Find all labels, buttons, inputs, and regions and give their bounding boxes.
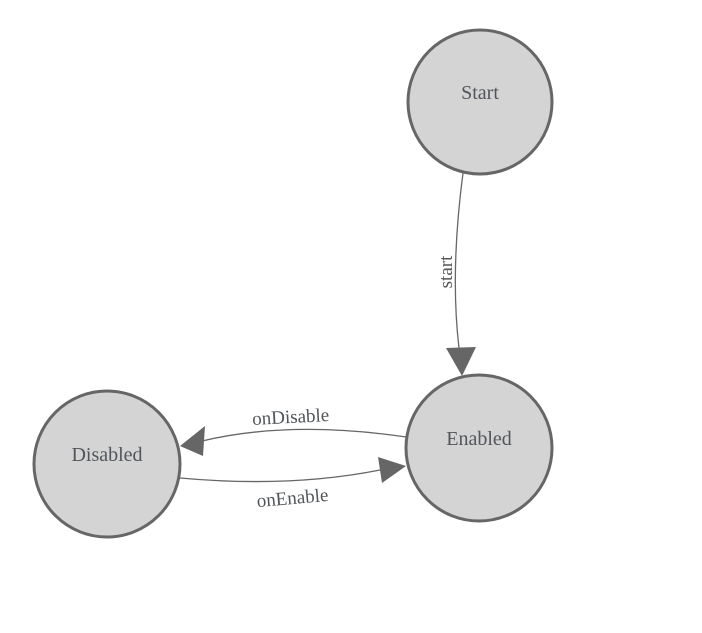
state-node-start[interactable]	[406, 28, 554, 176]
transition-label-start-to-enabled: start	[436, 255, 457, 288]
arrowhead-icon-enabled-to-disabled	[180, 426, 205, 456]
transition-edge-enabled-to-disabled	[201, 428, 407, 442]
state-node-disabled[interactable]	[32, 389, 182, 539]
transition-edge-disabled-to-enabled	[179, 469, 381, 483]
state-node-enabled[interactable]	[404, 373, 554, 523]
state-label-start: Start	[461, 82, 499, 104]
state-label-enabled: Enabled	[446, 428, 512, 450]
state-label-disabled: Disabled	[71, 444, 142, 466]
transition-label-enabled-to-disabled: onDisable	[252, 405, 330, 430]
transition-edge-start-to-enabled	[454, 172, 464, 349]
transition-label-disabled-to-enabled: onEnable	[256, 485, 329, 512]
arrowhead-icon-start-to-enabled	[446, 347, 476, 376]
arrowhead-icon-disabled-to-enabled	[378, 457, 406, 483]
